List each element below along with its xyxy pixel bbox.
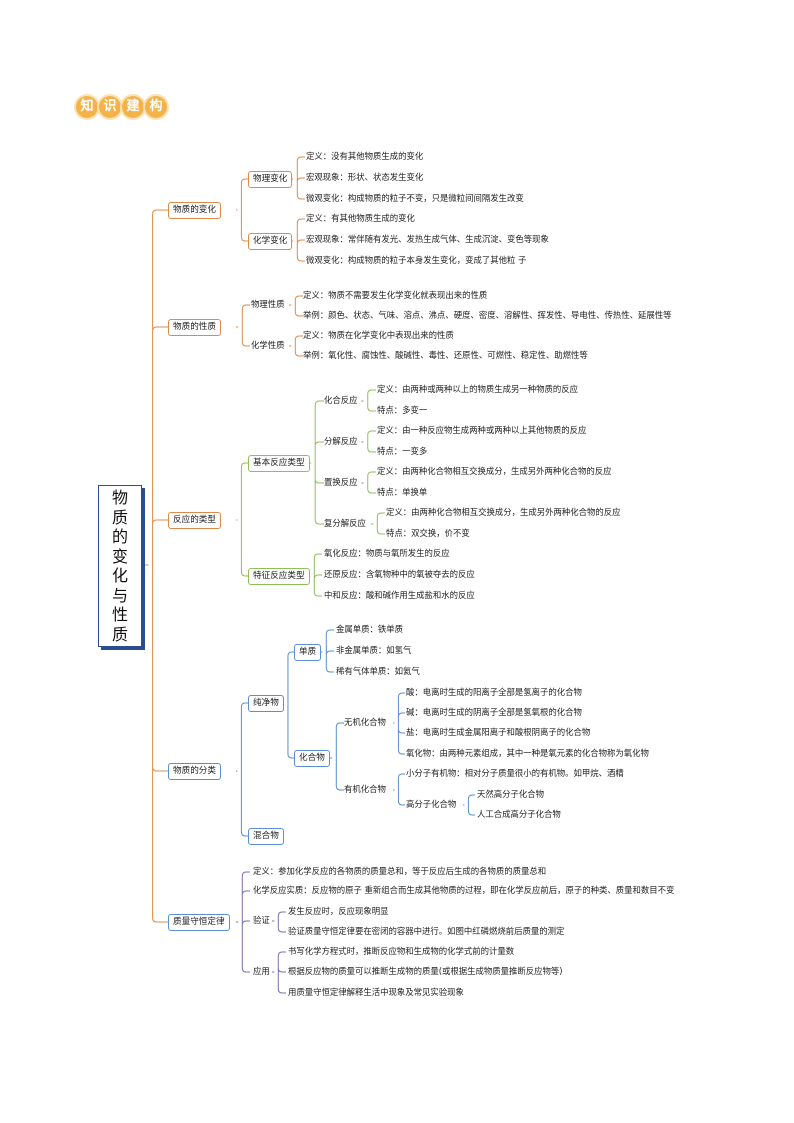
connector — [393, 773, 405, 806]
leaf: 用质量守恒定律解释生活中现象及常见实验现象 — [288, 987, 464, 997]
node-chemical-change: 化学变化 — [248, 233, 293, 250]
node-apply: 应用 — [253, 966, 270, 976]
leaf: 碱：电离时生成的阴离子全部是氢氧根的化合物 — [406, 707, 582, 717]
node-basic-reaction: 基本反应类型 — [248, 455, 310, 472]
leaf: 举例：颜色、状态、气味、溶点、沸点、硬度、密度、溶解性、挥发性、导电性、传热性、… — [303, 310, 672, 320]
node-property: 物质的性质 — [168, 319, 221, 336]
connector — [291, 156, 305, 200]
connector — [308, 553, 322, 597]
node-inorganic: 无机化合物 — [344, 717, 386, 727]
node-pure: 纯净物 — [248, 695, 284, 712]
node-classification: 物质的分类 — [168, 763, 221, 780]
node-displacement: 置换反应 — [324, 477, 358, 487]
leaf: 化学反应实质：反应物的原子 重新组合而生成其他物质的过程，即在化学反应前后，原子… — [253, 885, 675, 895]
leaf: 非金属单质：如氢气 — [336, 645, 412, 655]
leaf: 宏观现象：常伴随有发光、发热生成气体、生成沉淀、变色等现象 — [306, 234, 549, 244]
connector — [361, 471, 376, 494]
root-char: 质 — [111, 507, 128, 527]
node-mass: 质量守恒定律 — [168, 914, 230, 931]
node-physical-property: 物理性质 — [251, 299, 285, 309]
connector — [320, 629, 334, 673]
connector — [308, 400, 324, 525]
leaf: 定义：由两种化合物相互交换成分，生成另外两种化合物的反应 — [386, 507, 621, 517]
leaf: 宏观现象：形状、状态发生变化 — [306, 172, 424, 182]
leaf: 小分子有机物：相对分子质量很小的有机物。如甲烷、酒精 — [406, 768, 624, 778]
leaf: 举例：氧化性、腐蚀性、酸碱性、毒性、还原性、可燃性、稳定性、助燃性等 — [303, 350, 588, 360]
leaf: 定义：由两种或两种以上的物质生成另一种物质的反应 — [377, 384, 578, 394]
leaf: 微观变化：构成物质的粒子不变，只是微粒间间隔发生改变 — [306, 193, 524, 203]
connector — [236, 871, 250, 973]
node-polymer: 高分子化合物 — [406, 799, 457, 809]
node-verify: 验证 — [253, 915, 270, 925]
leaf: 定义：由两种化合物相互交换成分，生成另外两种化合物的反应 — [377, 466, 612, 476]
leaf: 书写化学方程式时，推断反应物和生成物的化学式前的计量数 — [288, 946, 515, 956]
leaf: 定义：物质不需要发生化学变化就表现出来的性质 — [303, 290, 488, 300]
root-char: 变 — [111, 546, 128, 566]
node-reaction: 反应的类型 — [168, 512, 221, 529]
connector — [289, 295, 303, 317]
leaf: 氧化反应：物质与氧所发生的反应 — [324, 548, 450, 558]
node-change: 物质的变化 — [168, 202, 221, 219]
root-char: 质 — [111, 624, 128, 644]
connector — [283, 651, 294, 759]
leaf: 定义：有其他物质生成的变化 — [306, 213, 415, 223]
node-element: 单质 — [294, 644, 322, 661]
header-badge: 知 — [76, 96, 98, 118]
connector — [289, 335, 303, 357]
header-badge: 识 — [99, 96, 121, 118]
connector — [330, 722, 344, 791]
connector — [272, 911, 286, 933]
leaf: 天然高分子化合物 — [477, 789, 544, 799]
connector — [361, 389, 376, 412]
connector — [291, 218, 305, 262]
leaf: 盐：电离时生成金属阳离子和酸根阴离子的化合物 — [406, 727, 591, 737]
leaf: 特点：多变一 — [377, 405, 428, 415]
node-physical-change: 物理变化 — [248, 171, 293, 188]
node-mixture: 混合物 — [248, 828, 284, 845]
leaf: 特点：单换单 — [377, 487, 428, 497]
connector — [371, 512, 385, 535]
node-compound: 化合物 — [294, 750, 330, 767]
leaf: 定义：没有其他物质生成的变化 — [306, 151, 424, 161]
root-char: 的 — [111, 527, 128, 546]
node-decomposition: 分解反应 — [324, 436, 358, 446]
leaf: 特点：双交换，价不变 — [386, 528, 470, 538]
header-badge: 构 — [145, 96, 167, 118]
root-char: 与 — [111, 585, 128, 605]
connector — [140, 209, 168, 923]
connector — [236, 702, 248, 837]
leaf: 根据反应物的质量可以推断生成物的质量(或根据生成物质量推断反应物等) — [288, 966, 563, 976]
node-combination: 化合反应 — [324, 395, 358, 405]
leaf: 验证质量守恒定律要在密闭的容器中进行。如图中红磷燃烧前后质量的测定 — [288, 926, 565, 936]
leaf: 还原反应：含氧物种中的氧被夺去的反应 — [324, 569, 475, 579]
node-double: 复分解反应 — [324, 518, 366, 528]
root-topic: 物 质 的 变 化 与 性 质 — [98, 485, 142, 647]
connector — [236, 462, 248, 577]
connector — [361, 430, 376, 453]
root-char: 性 — [111, 605, 128, 624]
leaf: 微观变化：构成物质的粒子本身发生变化，变成了其他粒 子 — [306, 255, 527, 265]
leaf: 人工合成高分子化合物 — [477, 809, 561, 819]
leaf: 特点：一变多 — [377, 446, 428, 456]
connector — [236, 304, 250, 347]
leaf: 发生反应时，反应现象明显 — [288, 906, 389, 916]
connector — [393, 692, 405, 755]
leaf: 定义：物质在化学变化中表现出来的性质 — [303, 330, 454, 340]
leaf: 定义：由一种反应物生成两种或两种以上其他物质的反应 — [377, 425, 587, 435]
root-char: 物 — [111, 488, 128, 507]
leaf: 氧化物：由两种元素组成，其中一种是氧元素的化合物称为氧化物 — [406, 748, 649, 758]
root-char: 化 — [111, 566, 128, 585]
leaf: 金属单质：铁单质 — [336, 624, 403, 634]
header-badge: 建 — [122, 96, 144, 118]
connector — [463, 794, 475, 816]
node-feature-reaction: 特征反应类型 — [248, 568, 310, 585]
leaf: 稀有气体单质：如氦气 — [336, 666, 420, 676]
node-organic: 有机化合物 — [344, 784, 386, 794]
leaf: 酸：电离时生成的阳离子全部是氢离子的化合物 — [406, 687, 582, 697]
leaf: 定义：参加化学反应的各物质的质量总和，等于反应后生成的各物质的质量总和 — [253, 866, 547, 876]
node-chemical-property: 化学性质 — [251, 340, 285, 350]
connector — [272, 951, 286, 994]
connector — [236, 178, 248, 242]
leaf: 中和反应：酸和碱作用生成盐和水的反应 — [324, 590, 475, 600]
